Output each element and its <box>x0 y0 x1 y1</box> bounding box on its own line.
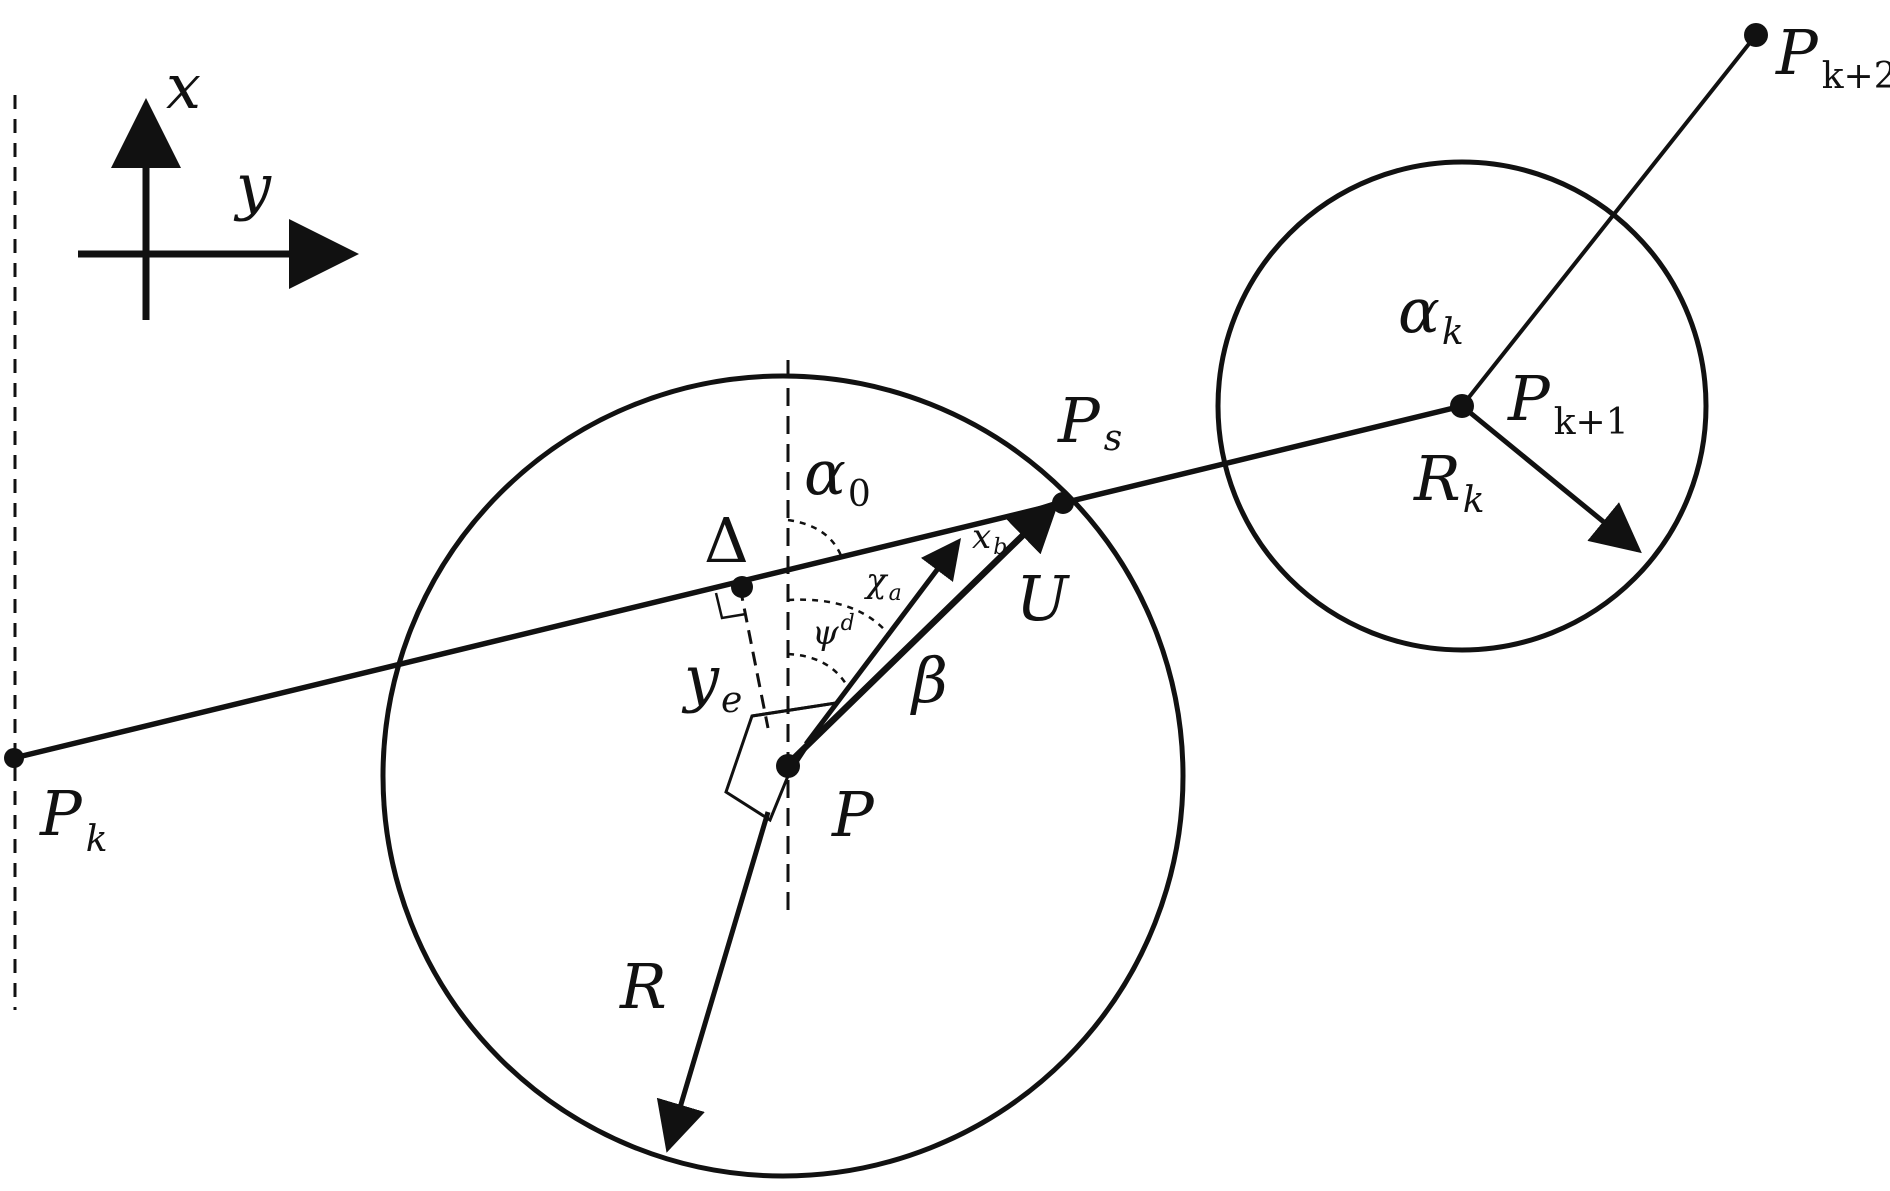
label-p: P <box>831 778 875 851</box>
psi-angle-arc <box>787 652 848 685</box>
label-ye: ye <box>681 642 742 721</box>
point-p <box>776 754 800 778</box>
label-rk: Rk <box>1413 442 1485 521</box>
path-segment-pk1-pk2 <box>1460 33 1758 408</box>
point-delta <box>731 576 753 598</box>
label-u: U <box>1016 562 1070 635</box>
waypoint-circle-Rk <box>1215 159 1709 653</box>
label-xb: xb <box>972 517 1007 560</box>
acceptance-circle-R <box>380 373 1186 1179</box>
point-pk <box>4 748 24 768</box>
coordinate-frame: x y <box>78 50 359 320</box>
point-ps <box>1052 492 1074 514</box>
velocity-arrow-U <box>783 499 1060 769</box>
label-psi-d: ψd <box>812 611 855 653</box>
chi-angle-arc <box>787 598 891 637</box>
point-pk1 <box>1450 394 1474 418</box>
radius-arrow-Rk <box>1460 404 1642 554</box>
radius-arrow-R <box>656 811 771 1153</box>
label-delta: Δ <box>704 504 749 577</box>
x-axis-label: x <box>166 50 201 123</box>
label-alpha-k: αk <box>1398 274 1464 353</box>
label-alpha-0: α0 <box>804 436 871 515</box>
alpha0-angle-arc <box>787 518 844 559</box>
right-angle-marker <box>714 592 747 620</box>
label-chi-a: χa <box>864 561 902 606</box>
label-r: R <box>619 950 667 1023</box>
point-pk2 <box>1744 23 1768 47</box>
course-arrow-chi <box>804 538 962 746</box>
y-axis-label: y <box>233 150 272 223</box>
cross-track-error-line <box>738 586 770 729</box>
label-beta: β <box>910 644 948 717</box>
